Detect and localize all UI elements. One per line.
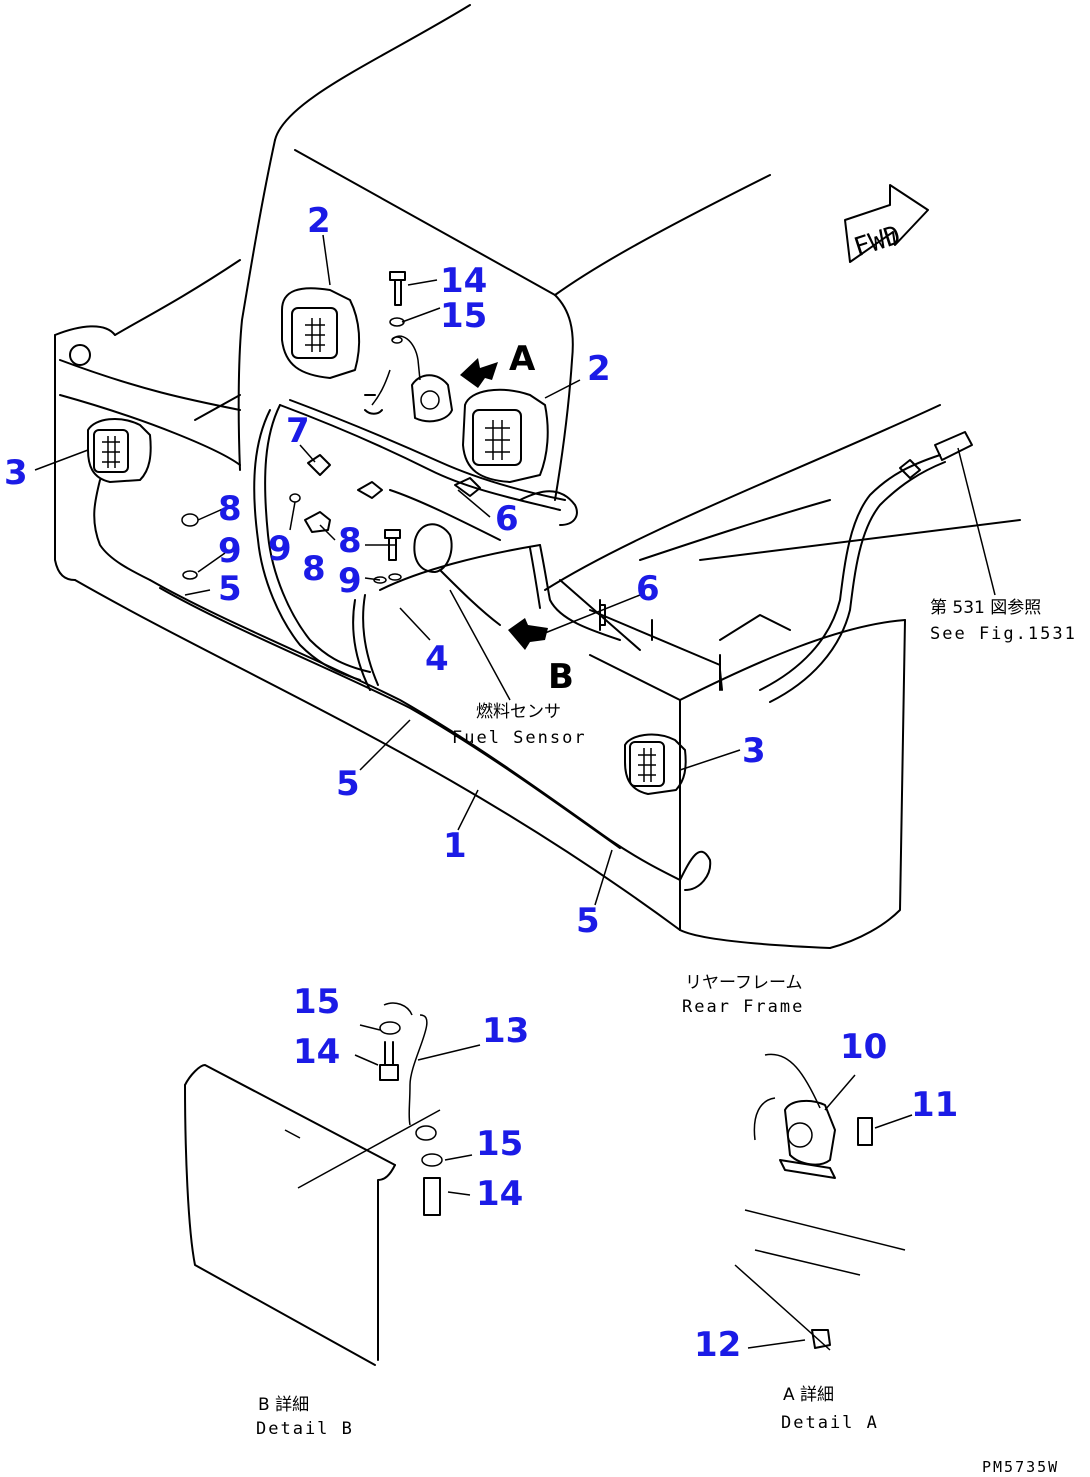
fuel-sensor-icon bbox=[413, 523, 453, 573]
view-arrow-b-icon bbox=[508, 618, 548, 650]
callout-10: 10 bbox=[840, 1027, 887, 1067]
fwd-arrow-icon: FWD bbox=[844, 184, 929, 263]
callout-14: 14 bbox=[476, 1174, 523, 1214]
work-lamp-left-upper bbox=[281, 287, 361, 379]
callout-8: 8 bbox=[302, 549, 326, 589]
callout-2: 2 bbox=[307, 201, 331, 241]
fwd-label: FWD bbox=[850, 220, 904, 263]
captions: 燃料センサ Fuel Sensor リヤーフレーム Rear Frame 第 5… bbox=[256, 598, 1077, 1476]
callout-6: 6 bbox=[495, 499, 519, 539]
callout-11: 11 bbox=[911, 1085, 958, 1125]
view-arrow-a-icon bbox=[460, 358, 498, 388]
work-lamp-left bbox=[87, 418, 152, 483]
rear-frame-label-en: Rear Frame bbox=[682, 997, 804, 1017]
callout-3: 3 bbox=[742, 731, 766, 771]
callout-7: 7 bbox=[286, 411, 310, 451]
detail-a-drawing bbox=[734, 1053, 913, 1351]
callout-6: 6 bbox=[636, 569, 660, 609]
see-fig-label-jp: 第 531 図参照 bbox=[930, 598, 1041, 618]
callout-13: 13 bbox=[482, 1011, 529, 1051]
view-marker-a: A bbox=[509, 339, 536, 379]
callout-2: 2 bbox=[587, 349, 611, 389]
callout-5: 5 bbox=[218, 569, 242, 609]
rear-frame-label-jp: リヤーフレーム bbox=[685, 973, 802, 993]
hardware-parts bbox=[181, 271, 723, 691]
callout-5: 5 bbox=[336, 764, 360, 804]
callout-9: 9 bbox=[268, 529, 292, 569]
detail-a-label-jp: A 詳細 bbox=[783, 1385, 834, 1405]
callout-15: 15 bbox=[476, 1124, 523, 1164]
leader-lines bbox=[34, 234, 996, 906]
callout-8: 8 bbox=[218, 489, 242, 529]
detail-b-label-jp: B 詳細 bbox=[258, 1395, 309, 1415]
horn-icon bbox=[371, 335, 453, 423]
callout-15: 15 bbox=[293, 982, 340, 1022]
callout-numbers: 2 14 15 2 3 7 8 9 5 9 8 8 9 6 6 4 5 3 1 … bbox=[4, 201, 958, 1365]
callout-9: 9 bbox=[218, 531, 242, 571]
detail-a-label-en: Detail A bbox=[781, 1413, 879, 1433]
detail-b-label-en: Detail B bbox=[256, 1419, 354, 1439]
fuel-sensor-label-en: Fuel Sensor bbox=[452, 728, 587, 748]
wiring-harness bbox=[93, 399, 973, 891]
callout-1: 1 bbox=[443, 826, 467, 866]
detail-b-drawing bbox=[184, 1002, 481, 1366]
work-lamp-right-upper bbox=[462, 388, 549, 483]
callout-15: 15 bbox=[440, 296, 487, 336]
callout-8: 8 bbox=[338, 521, 362, 561]
drawing-code: PM5735W bbox=[982, 1458, 1059, 1476]
see-fig-label-en: See Fig.1531 bbox=[930, 624, 1077, 644]
callout-14: 14 bbox=[440, 261, 487, 301]
fuel-sensor-label-jp: 燃料センサ bbox=[476, 702, 561, 722]
callout-3: 3 bbox=[4, 453, 28, 493]
callout-4: 4 bbox=[425, 639, 449, 679]
view-marker-b: B bbox=[548, 657, 574, 697]
callout-5: 5 bbox=[576, 901, 600, 941]
callout-14: 14 bbox=[293, 1032, 340, 1072]
callout-9: 9 bbox=[338, 561, 362, 601]
callout-12: 12 bbox=[694, 1325, 741, 1365]
work-lamp-rear bbox=[624, 733, 687, 795]
